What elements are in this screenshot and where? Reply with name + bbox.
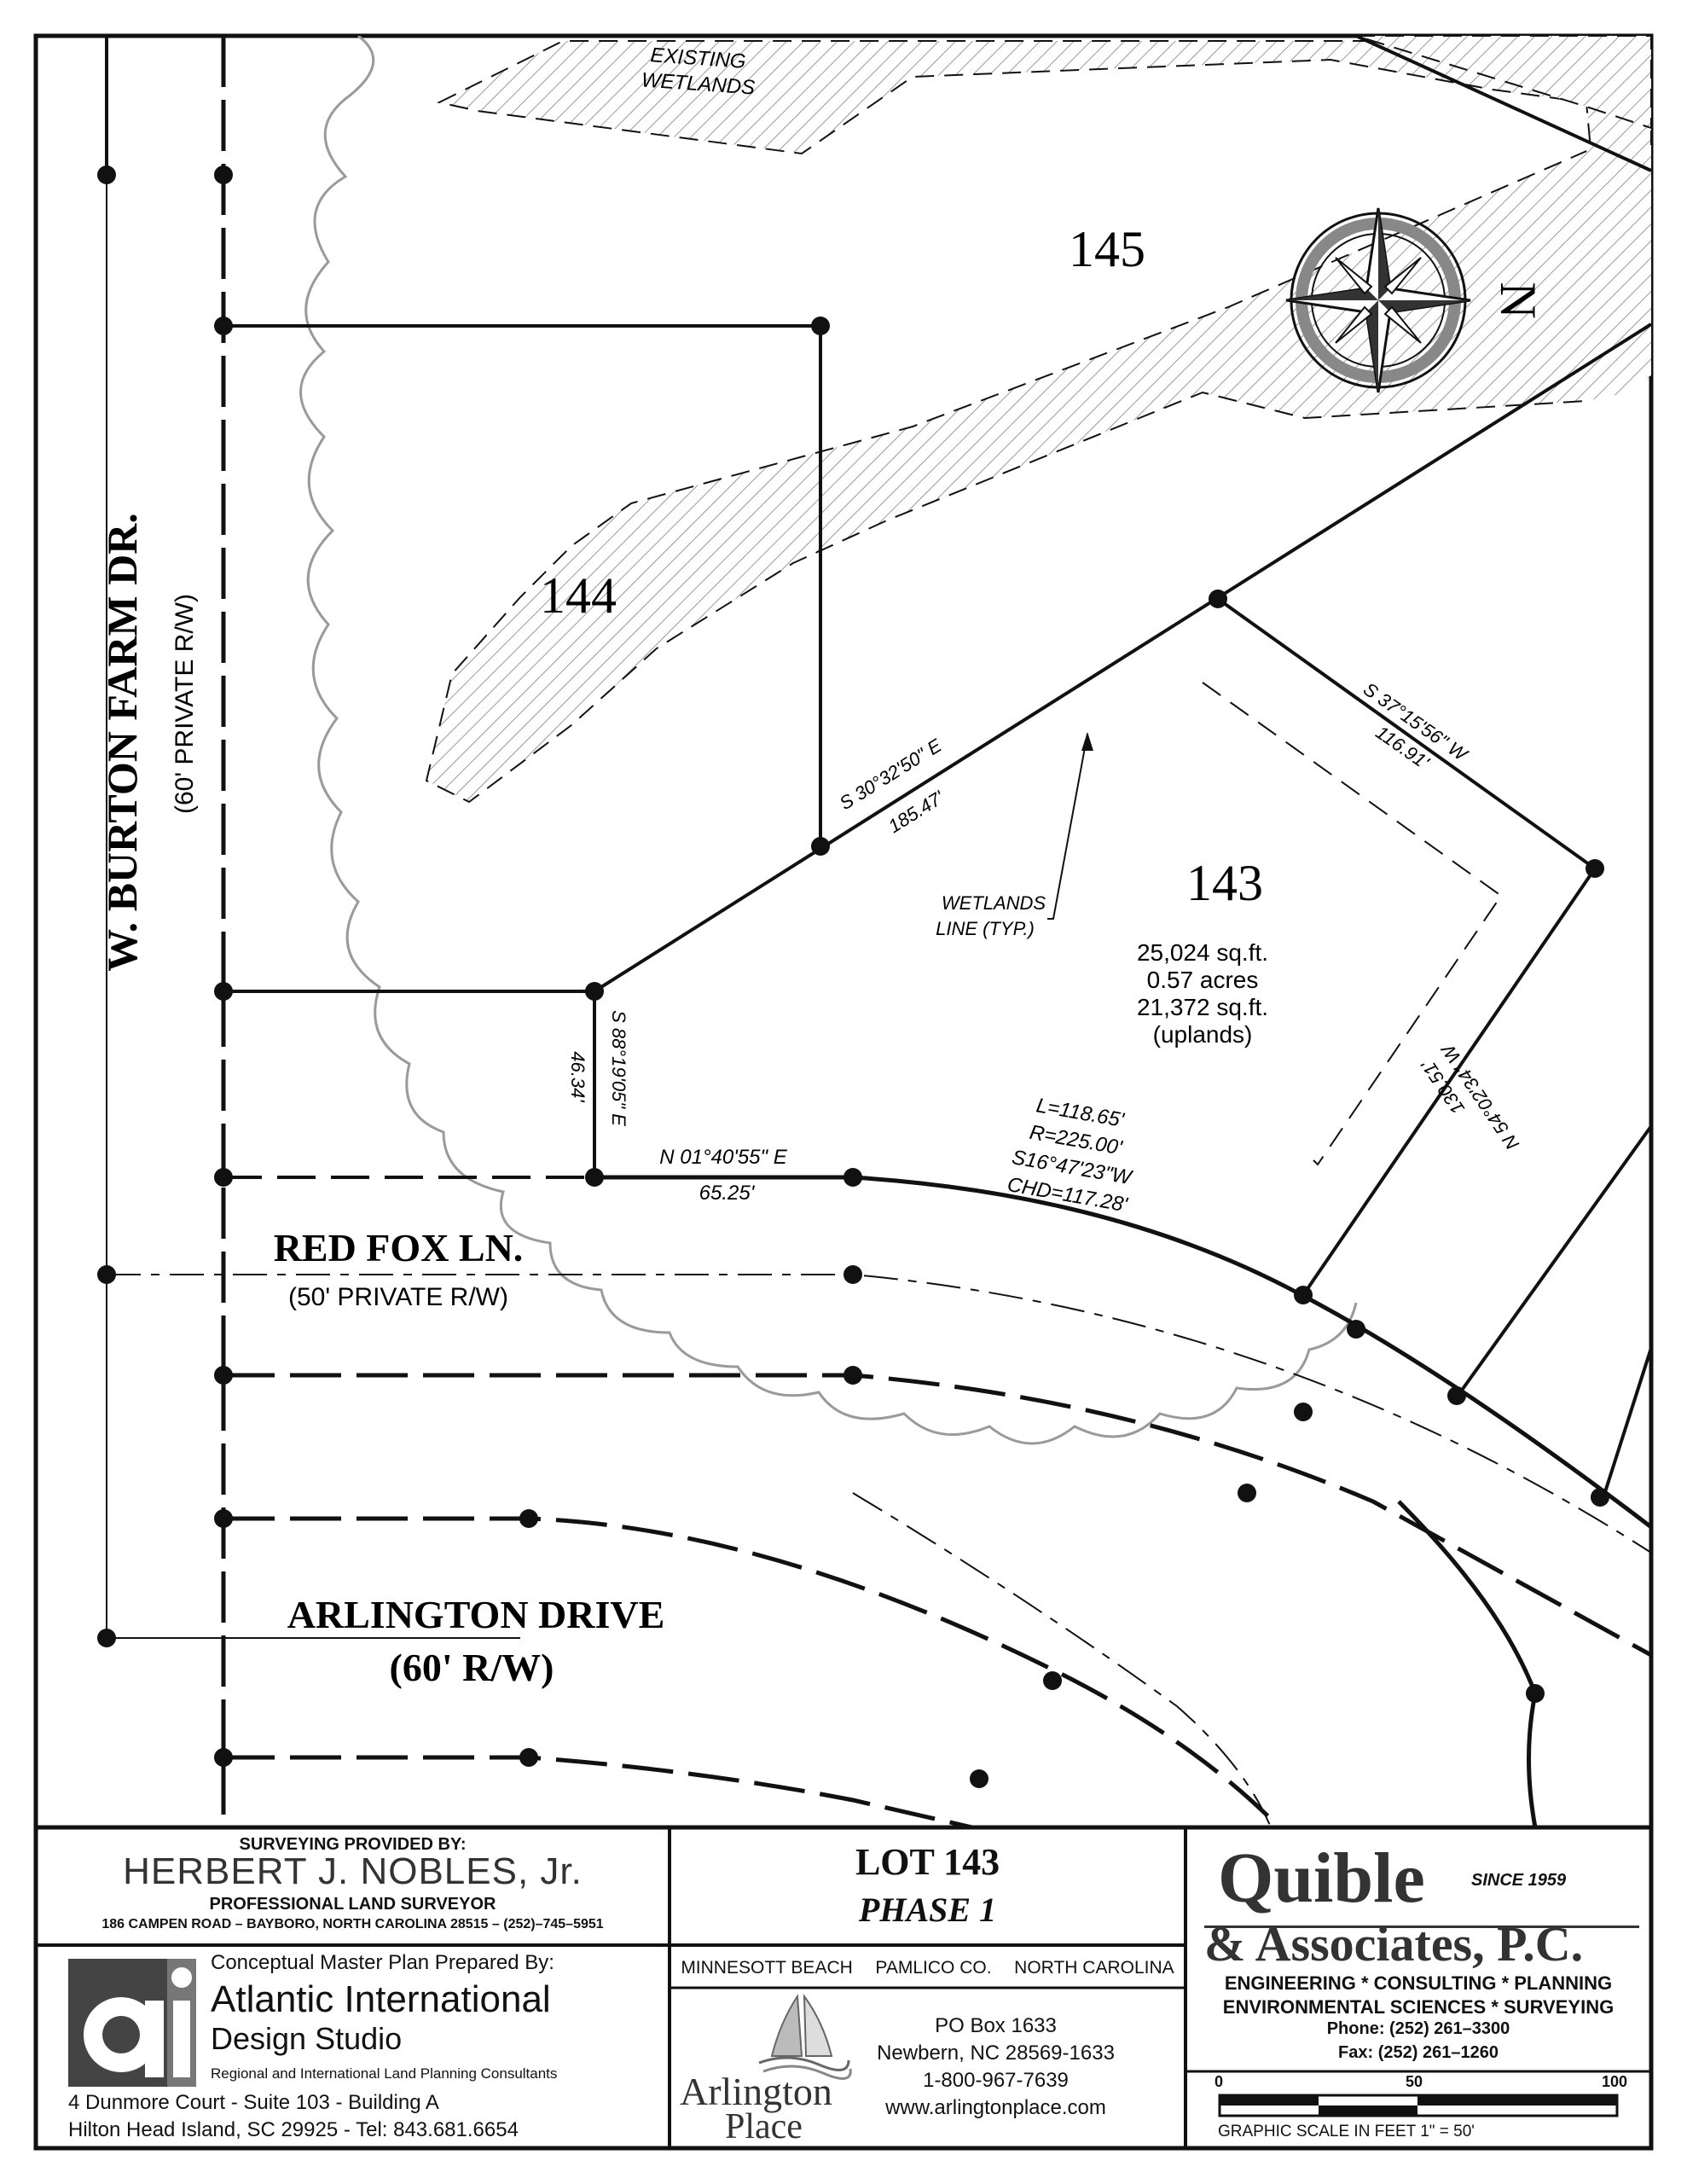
north-label: N — [1490, 282, 1546, 318]
surveyor-block: SURVEYING PROVIDED BY: HERBERT J. NOBLES… — [36, 1830, 670, 1945]
uplands-label: (uplands) — [1153, 1021, 1253, 1048]
lot-145-label: 145 — [1069, 221, 1145, 277]
existing-wetlands-area — [425, 40, 1651, 804]
adjacent-lot-line — [1457, 1124, 1651, 1397]
planner-name-1: Atlantic International — [211, 1978, 551, 2020]
street-arlington-name: ARLINGTON DRIVE — [287, 1593, 665, 1636]
street-burton-name: W. BURTON FARM DR. — [98, 513, 146, 972]
engineer-fax: Fax: (252) 261–1260 — [1338, 2043, 1499, 2062]
wetlands-strip — [1586, 145, 1651, 401]
engineer-since: SINCE 1959 — [1471, 1871, 1567, 1890]
planner-heading: Conceptual Master Plan Prepared By: — [211, 1951, 554, 1974]
planner-name-2: Design Studio — [211, 2021, 403, 2056]
lot-143-north-line — [593, 322, 1651, 993]
developer-logo-2: Place — [725, 2107, 803, 2146]
lot-title: LOT 143 — [855, 1841, 1000, 1883]
engineer-phone: Phone: (252) 261–3300 — [1326, 2019, 1510, 2038]
engineer-rule — [1204, 1926, 1639, 1928]
street-redfox-name: RED FOX LN. — [274, 1226, 524, 1269]
surveyor-address: 186 CAMPEN ROAD – BAYBORO, NORTH CAROLIN… — [101, 1917, 604, 1931]
scale-tick-0: 0 — [1215, 2073, 1224, 2090]
redfox-north-rw-curve — [597, 1175, 1651, 1529]
surveyor-title: PROFESSIONAL LAND SURVEYOR — [209, 1895, 496, 1914]
sheet-border — [33, 33, 1654, 2151]
bearing-sw-line: S 88°19'05" E — [608, 1010, 629, 1126]
surveyor-heading: SURVEYING PROVIDED BY: — [239, 1835, 467, 1854]
location-county: PAMLICO CO. — [875, 1957, 992, 1978]
engineer-services-1: ENGINEERING * CONSULTING * PLANNING — [1224, 1972, 1613, 1994]
developer-block: Arlington Place PO Box 1633 Newbern, NC … — [670, 1990, 1186, 2148]
engineer-name-2: & Associates, P.C. — [1204, 1916, 1584, 1972]
location-state: NORTH CAROLINA — [1014, 1957, 1174, 1978]
planner-tagline: Regional and International Land Planning… — [211, 2065, 558, 2082]
arlington-north-rw — [223, 1516, 1281, 1827]
wetlands-leader-arrow — [1081, 732, 1093, 751]
developer-phone: 1-800-967-7639 — [923, 2069, 1069, 2092]
location-town: MINNESOTT BEACH — [681, 1957, 853, 1978]
engineer-name-1: Quible — [1218, 1838, 1425, 1918]
arlington-south-rw — [223, 1755, 973, 1827]
developer-po-box: PO Box 1633 — [935, 2014, 1057, 2037]
existing-wetlands-upper — [1355, 36, 1651, 130]
lot-phase: PHASE 1 — [858, 1891, 997, 1929]
lot-corners — [97, 166, 1609, 1788]
planner-address-1: 4 Dunmore Court - Suite 103 - Building A — [68, 2091, 439, 2114]
compass-rose-icon — [1285, 207, 1471, 393]
developer-logo-1: Arlington — [680, 2070, 832, 2113]
redfox-south-rw-curve — [223, 1373, 1651, 1658]
scale-tick-100: 100 — [1602, 2073, 1628, 2090]
lot-location: MINNESOTT BEACH PAMLICO CO. NORTH CAROLI… — [670, 1948, 1186, 1988]
street-redfox-rw: (50' PRIVATE R/W) — [288, 1283, 508, 1311]
engineer-block: Quible SINCE 1959 & Associates, P.C. ENG… — [1186, 1830, 1651, 2071]
dist-front: 65.25' — [699, 1182, 756, 1205]
scale-caption: GRAPHIC SCALE IN FEET 1" = 50' — [1218, 2123, 1475, 2140]
dist-nw-line: 185.47' — [884, 787, 948, 838]
scale-tick-50: 50 — [1406, 2073, 1423, 2090]
wetlands-note-2: LINE (TYP.) — [936, 918, 1035, 939]
area-acres: 0.57 acres — [1147, 967, 1259, 993]
street-burton-rw: (60' PRIVATE R/W) — [171, 594, 199, 814]
arlington-south-rw-2 — [852, 1492, 1272, 1827]
uplands-sqft: 21,372 sq.ft. — [1137, 994, 1268, 1020]
lot-143-south-line — [1301, 867, 1597, 1297]
redfox-ext-edge — [1397, 1500, 1538, 1694]
street-arlington-rw: (60' R/W) — [390, 1646, 554, 1689]
developer-website[interactable]: www.arlingtonplace.com — [885, 2096, 1106, 2119]
redfox-centerline — [107, 1274, 1651, 1554]
developer-city: Newbern, NC 28569-1633 — [877, 2042, 1115, 2065]
scale-block: 0 50 100 GRAPHIC SCALE IN FEET 1" = 50' — [1186, 2071, 1651, 2148]
building-setback — [1202, 682, 1503, 1166]
engineer-services-2: ENVIRONMENTAL SCIENCES * SURVEYING — [1222, 1996, 1615, 2018]
wetlands-note-1: WETLANDS — [942, 892, 1046, 914]
adjacent-lot-line-2 — [1602, 1347, 1651, 1498]
bearing-front: N 01°40'55" E — [659, 1146, 787, 1169]
lot-block: LOT 143 PHASE 1 — [670, 1830, 1186, 1945]
aids-logo-icon — [68, 1959, 196, 2087]
planner-block: Conceptual Master Plan Prepared By: Atla… — [36, 1948, 670, 2148]
graphic-scale-bar — [1218, 2094, 1619, 2117]
dist-sw-line: 46.34' — [567, 1051, 588, 1102]
lot-144-label: 144 — [540, 567, 617, 624]
lot-143-label: 143 — [1186, 855, 1263, 911]
adjacent-lot-line-3 — [1355, 36, 1651, 172]
area-sqft: 25,024 sq.ft. — [1137, 939, 1268, 966]
cul-de-sac-edge — [1527, 1693, 1538, 1827]
surveyor-name: HERBERT J. NOBLES, Jr. — [123, 1850, 583, 1892]
wetlands-leader — [1047, 733, 1088, 920]
tree-line — [299, 36, 1358, 1445]
planner-address-2: Hilton Head Island, SC 29925 - Tel: 843.… — [68, 2118, 519, 2141]
lot-143-east-line — [1216, 597, 1597, 870]
sailboat-logo-icon — [758, 1993, 852, 2080]
